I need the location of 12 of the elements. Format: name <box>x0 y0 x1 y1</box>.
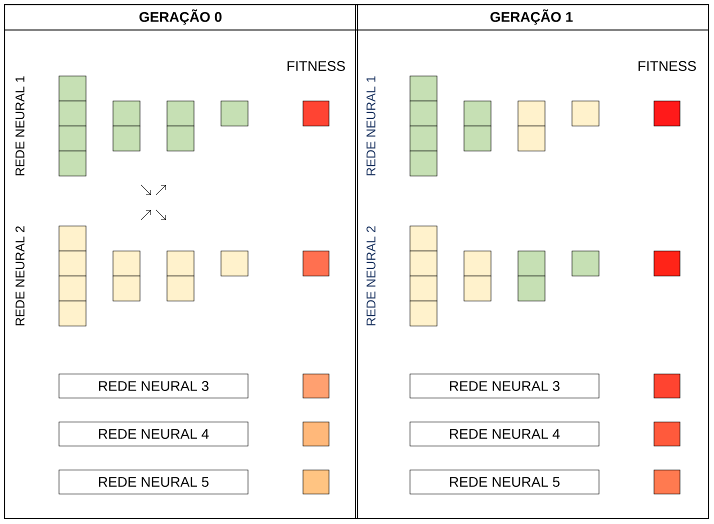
network-box: REDE NEURAL 5 <box>58 470 248 494</box>
network-label: REDE NEURAL 2 <box>366 226 376 326</box>
network-box: REDE NEURAL 5 <box>410 470 600 494</box>
network-box: REDE NEURAL 3 <box>410 374 600 398</box>
network-box: REDE NEURAL 3 <box>58 374 248 398</box>
column-heading: FITNESS <box>288 61 345 71</box>
network-label: REDE NEURAL 1 <box>16 76 24 176</box>
network-label: REDE NEURAL 1 <box>366 76 376 176</box>
column-heading: FITNESS <box>638 61 696 71</box>
network-box: REDE NEURAL 4 <box>410 422 600 446</box>
network-label: REDE NEURAL 2 <box>16 226 24 326</box>
network-box: REDE NEURAL 4 <box>58 422 248 446</box>
